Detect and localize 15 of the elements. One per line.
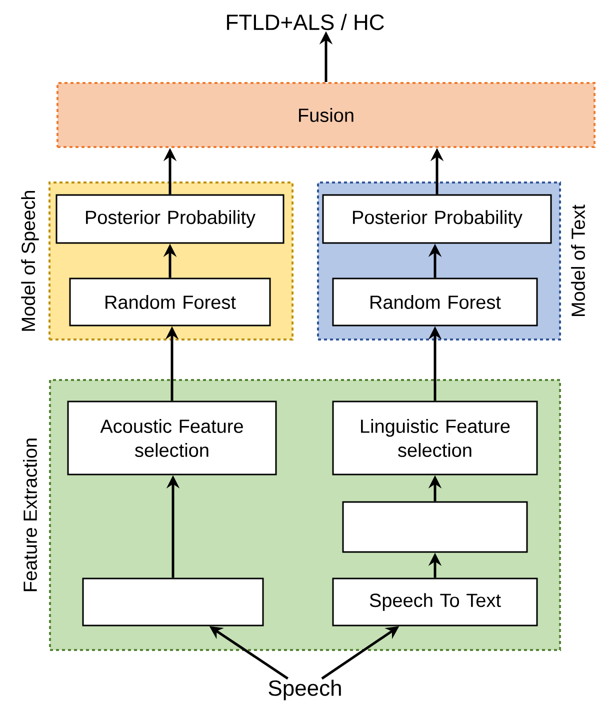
process-box: Posterior Probability [322,194,552,244]
process-box: Acoustic Feature selection [67,400,277,476]
empty-box [82,578,264,626]
process-box: Speech To Text [332,578,538,626]
node-label: Model of Text [571,204,585,316]
fusion-box: Fusion [56,82,596,148]
process-box: Linguistic Feature selection [332,400,538,476]
output-label: FTLD+ALS / HC [227,14,384,30]
process-box: Random Forest [332,278,538,326]
node-label: Model of Speech [21,190,39,331]
node-label: Feature Extraction [23,438,37,592]
process-box: Random Forest [69,278,271,326]
empty-box [342,501,528,553]
input-label: Speech [268,680,341,700]
process-box: Posterior Probability [56,194,284,244]
